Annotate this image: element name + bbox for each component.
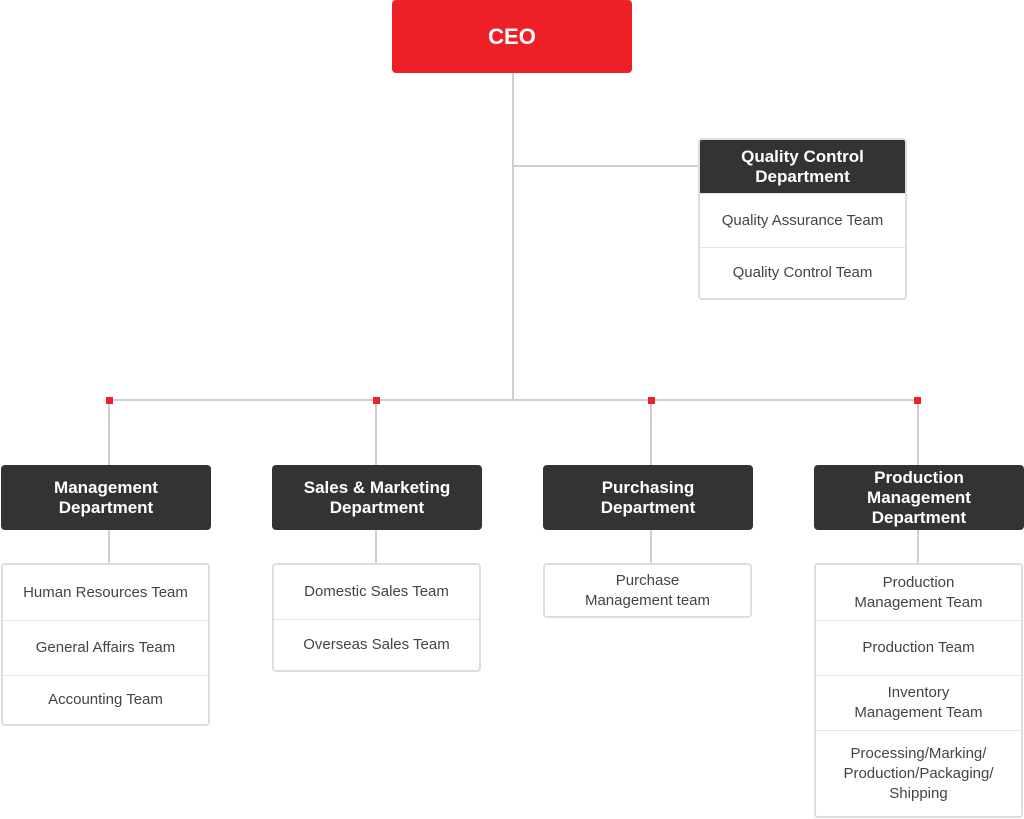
team-list-production-management: Production Management Team Production Te… [814,563,1023,818]
department-production-management: Production Management Department [814,465,1024,530]
team-link-production [917,530,919,564]
team-item: Accounting Team [3,675,208,724]
team-item: Quality Control Team [700,247,905,298]
team-item: Production Management Team [854,573,983,611]
team-link-purchasing [650,530,652,564]
ceo-trunk-line [512,73,514,401]
ceo-label: CEO [488,23,536,49]
node-dot-production [914,397,921,404]
drop-line-purchasing [650,400,652,465]
team-item: General Affairs Team [3,620,208,675]
team-item: Processing/Marking/ Production/Packaging… [816,730,1021,816]
quality-control-box: Quality Control Department Quality Assur… [698,138,907,300]
department-bus-line [108,399,919,401]
drop-line-management [108,400,110,465]
drop-line-production [917,400,919,465]
team-item: Overseas Sales Team [274,619,479,670]
team-link-management [108,530,110,564]
ceo-box: CEO [392,0,632,73]
department-management: Management Department [1,465,211,530]
node-dot-purchasing [648,397,655,404]
qc-branch-line [512,165,698,167]
node-dot-management [106,397,113,404]
team-item: Human Resources Team [23,583,188,601]
team-list-purchasing: Purchase Management team [543,563,752,618]
node-dot-sales [373,397,380,404]
team-list-sales-marketing: Domestic Sales Team Overseas Sales Team [272,563,481,672]
team-list-management: Human Resources Team General Affairs Tea… [1,563,210,726]
department-sales-marketing: Sales & Marketing Department [272,465,482,530]
team-item: Domestic Sales Team [304,583,449,600]
team-item: Quality Assurance Team [700,193,905,247]
drop-line-sales [375,400,377,465]
team-item: Inventory Management Team [816,675,1021,730]
quality-control-title: Quality Control Department [700,140,905,193]
team-item: Purchase Management team [584,571,711,609]
team-link-sales [375,530,377,564]
department-purchasing: Purchasing Department [543,465,753,530]
team-item: Production Team [816,620,1021,675]
